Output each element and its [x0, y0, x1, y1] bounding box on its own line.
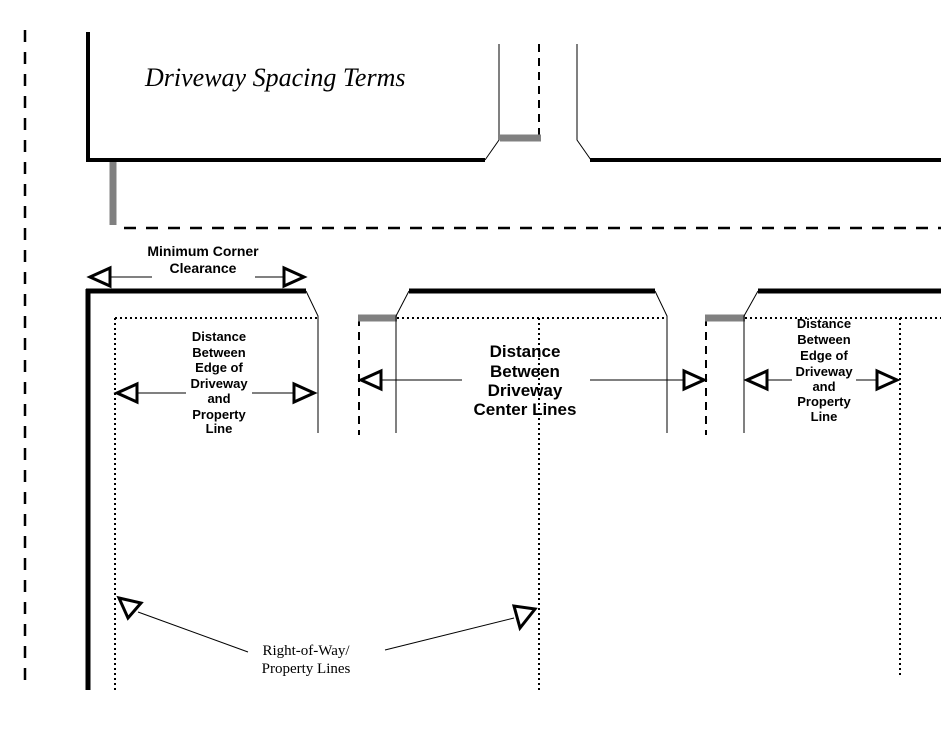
label-centerline-distance: Distance Between Driveway Center Lines: [474, 342, 577, 419]
label-line: Driveway: [488, 381, 563, 400]
label-line: Distance: [490, 342, 561, 361]
centerline-arrow-right: [682, 368, 708, 392]
label-line: Minimum Corner: [147, 243, 259, 259]
label-line: Line: [206, 421, 233, 436]
row-pointer-left-arrow: [116, 595, 144, 621]
label-line: Right-of-Way/: [262, 643, 350, 659]
diagram-title: Driveway Spacing Terms: [144, 63, 405, 92]
label-line: Center Lines: [474, 400, 577, 419]
label-line: Distance: [797, 316, 851, 331]
label-line: Clearance: [170, 260, 237, 276]
label-line: Between: [192, 345, 246, 360]
row-pointer-right-arrow: [511, 604, 538, 632]
label-line: Edge of: [195, 360, 243, 375]
label-line: Between: [797, 332, 851, 347]
label-line: Property Lines: [262, 661, 351, 677]
label-line: Property: [797, 394, 851, 409]
driveway2-approach-left: [654, 290, 668, 433]
label-row-property-lines: Right-of-Way/ Property Lines: [262, 643, 351, 677]
edge-property-left-arrow-left: [113, 381, 139, 405]
label-line: Line: [811, 409, 838, 424]
driveway2-approach-right: [743, 290, 759, 433]
label-line: Property: [192, 407, 246, 422]
row-pointer-right-line: [384, 617, 515, 651]
centerline-arrow-left: [357, 368, 383, 392]
label-line: Edge of: [800, 348, 848, 363]
driveway1-approach-left: [305, 290, 319, 433]
label-edge-to-property-left: Distance Between Edge of Driveway and Pr…: [190, 329, 248, 436]
corner-clearance-arrow-right: [282, 265, 308, 289]
label-line: Driveway: [190, 376, 248, 391]
label-line: and: [812, 379, 835, 394]
edge-property-left-arrow-right: [292, 381, 318, 405]
driveway1-approach-right: [395, 290, 410, 433]
label-edge-to-property-right: Distance Between Edge of Driveway and Pr…: [795, 316, 853, 424]
edge-property-right-arrow-right: [875, 368, 901, 392]
label-line: Driveway: [795, 364, 853, 379]
upper-driveway-left-edge: [484, 44, 500, 161]
row-pointer-left-line: [137, 611, 249, 653]
corner-clearance-arrow-left: [86, 265, 112, 289]
label-line: and: [207, 391, 230, 406]
label-line: Distance: [192, 329, 246, 344]
label-line: Between: [490, 362, 560, 381]
label-min-corner-clearance: Minimum Corner Clearance: [147, 243, 259, 276]
upper-driveway-right-edge: [576, 44, 592, 161]
edge-property-right-arrow-left: [743, 368, 769, 392]
